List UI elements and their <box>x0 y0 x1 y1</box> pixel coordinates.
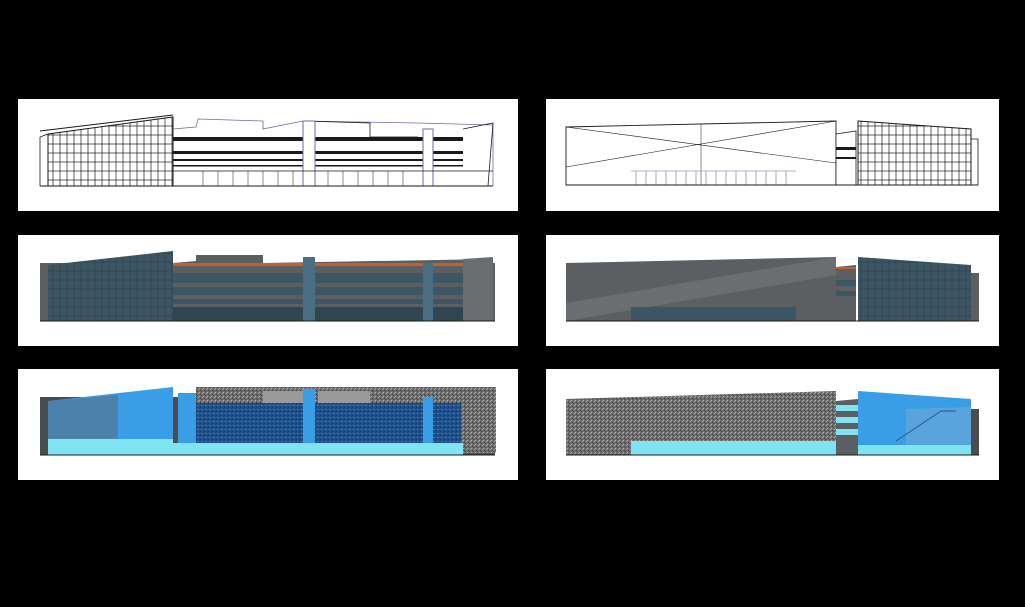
column <box>303 257 315 321</box>
elevation-b-shaded-panel <box>546 235 999 346</box>
glass-block <box>858 257 971 321</box>
glass-block <box>48 251 173 321</box>
elevation-b-shaded-drawing <box>566 257 979 322</box>
elevation-a-shaded-drawing <box>40 251 495 322</box>
floor-band <box>173 137 463 141</box>
accent-band <box>173 263 463 266</box>
elevation-a-textured-drawing <box>40 387 496 456</box>
elevation-a-wireframe-panel <box>18 99 518 211</box>
elevation-b-wireframe-drawing <box>565 120 979 186</box>
elevation-b-wireframe-panel <box>546 99 999 211</box>
elevation-b-textured-drawing <box>566 391 979 456</box>
elevation-a-textured-panel <box>18 369 518 480</box>
elevation-b-textured-panel <box>546 369 999 480</box>
elevation-a-wireframe-drawing <box>39 114 494 187</box>
stone-volume <box>566 391 836 455</box>
elevation-a-shaded-panel <box>18 235 518 346</box>
glass-block <box>857 120 972 186</box>
column <box>302 120 316 187</box>
column <box>303 389 315 455</box>
accent-band <box>836 267 856 269</box>
